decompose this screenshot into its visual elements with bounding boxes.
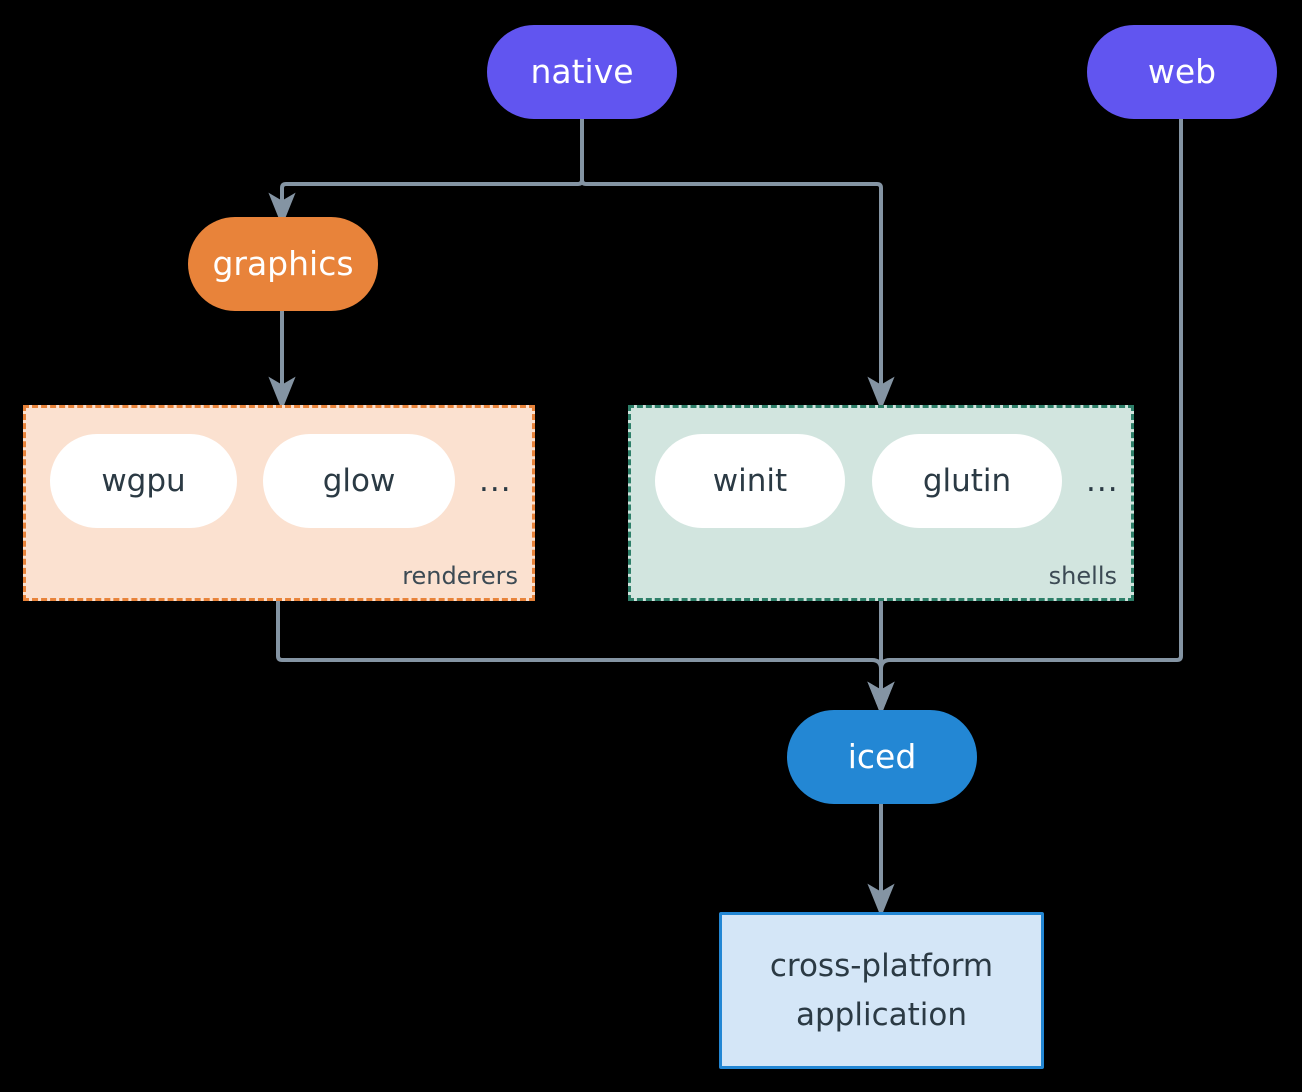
application-label-line1: cross-platform [769, 948, 994, 985]
node-graphics[interactable]: graphics [188, 217, 378, 311]
edge-native-to-shells [580, 117, 895, 411]
application-label-line2: application [796, 996, 967, 1033]
node-glow[interactable]: glow [263, 434, 455, 528]
node-winit[interactable]: winit [655, 434, 845, 528]
node-cross-platform-application[interactable]: cross-platform application [719, 912, 1044, 1069]
cluster-shells-label: shells [1048, 562, 1117, 590]
edge-native-to-graphics [268, 117, 584, 227]
node-glutin[interactable]: glutin [872, 434, 1062, 528]
node-wgpu[interactable]: wgpu [50, 434, 237, 528]
edge-renderers-to-iced [276, 599, 895, 716]
node-iced[interactable]: iced [787, 710, 977, 804]
cluster-renderers-label: renderers [402, 562, 518, 590]
node-native[interactable]: native [487, 25, 677, 119]
renderers-more-ellipsis: ... [479, 463, 512, 499]
node-web[interactable]: web [1087, 25, 1277, 119]
shells-more-ellipsis: ... [1086, 463, 1119, 499]
